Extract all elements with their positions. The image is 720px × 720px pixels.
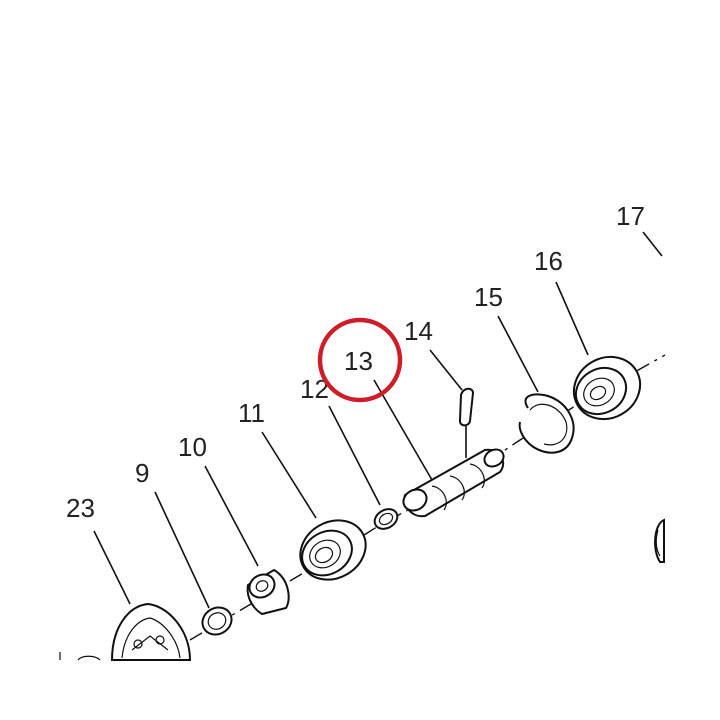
callout-14: 14 (404, 316, 433, 346)
part-15-retaining-ring (518, 393, 575, 454)
part-13-shaft (402, 448, 505, 518)
part-9-ring (201, 606, 233, 636)
highlight-circle (317, 317, 403, 403)
callout-9: 9 (135, 458, 149, 488)
callout-11: 11 (238, 398, 265, 428)
part-14-pin (458, 387, 475, 458)
part-23-housing (59, 602, 192, 661)
part-11-bearing (299, 519, 367, 581)
part-16-bearing (572, 355, 642, 421)
callout-15: 15 (474, 282, 503, 312)
callout-23: 23 (66, 493, 95, 523)
callout-13: 13 (344, 346, 373, 376)
callout-17: 17 (616, 201, 645, 231)
leader-lines (93, 231, 663, 609)
callout-16: 16 (534, 246, 563, 276)
part-17-partial (654, 518, 665, 563)
part-10-sleeve (246, 568, 290, 616)
callout-10: 10 (178, 432, 207, 462)
part-12-oring (373, 508, 399, 530)
